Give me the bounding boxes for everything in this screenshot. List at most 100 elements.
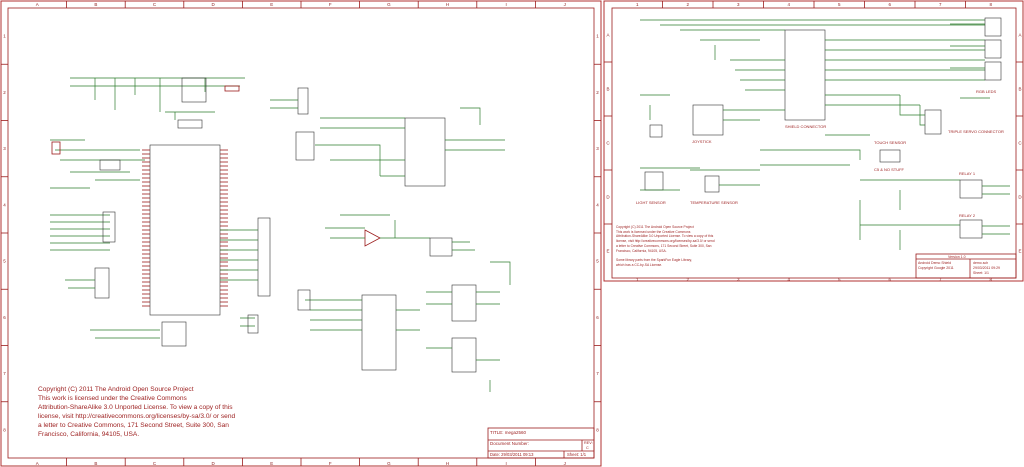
left-col-marker: E <box>270 2 273 7</box>
left-col-marker: I <box>505 461 506 466</box>
right-title-block <box>915 253 1017 279</box>
left-row-marker: 1 <box>3 34 6 39</box>
power-regulator-section <box>70 77 245 129</box>
right-col-marker: 1 <box>636 2 639 7</box>
rgb-leds-label: RGB LEDS <box>976 89 997 94</box>
left-row-marker: 8 <box>596 427 599 432</box>
left-col-marker: F <box>329 461 332 466</box>
left-row-marker: 3 <box>3 146 6 151</box>
right-license-note: Copyright (C) 2011 The Android Open Sour… <box>616 225 715 267</box>
right-col-marker: 7 <box>939 277 942 282</box>
left-row-marker: 2 <box>596 90 599 95</box>
left-rev-label: REV: <box>584 441 593 445</box>
right-sheet-text: Sheet: 1/1 <box>973 271 989 275</box>
left-col-marker: C <box>153 461 157 466</box>
left-row-marker: 5 <box>596 259 599 264</box>
left-col-marker: D <box>211 2 215 7</box>
right-name-text: Android Demo Shield <box>918 261 952 265</box>
left-row-marker: 4 <box>596 202 599 207</box>
touch-sensor-part <box>760 134 901 166</box>
right-row-marker: C <box>606 141 610 146</box>
light-sensor-label: LIGHT SENSOR <box>636 200 666 205</box>
left-title-block <box>487 427 595 459</box>
right-col-marker: 2 <box>686 277 689 282</box>
right-row-marker: C <box>1018 141 1022 146</box>
relay2-label: RELAY 2 <box>959 213 976 218</box>
right-col-marker: 3 <box>737 277 740 282</box>
triple-servo-part <box>899 95 990 135</box>
left-row-marker: 6 <box>596 315 599 320</box>
joystick-label: JOYSTICK <box>692 139 712 144</box>
relay1-part <box>860 179 1010 210</box>
right-row-marker: A <box>606 33 609 38</box>
left-document-text: Document Number: <box>490 441 530 446</box>
right-col-marker: 4 <box>787 2 790 7</box>
right-col-marker: 6 <box>888 277 891 282</box>
rgb-leds-part <box>950 17 1002 81</box>
left-col-marker: E <box>270 461 273 466</box>
left-col-marker: H <box>446 2 449 7</box>
left-row-marker: 7 <box>596 371 599 376</box>
right-col-marker: 7 <box>939 2 942 7</box>
opamp-section <box>325 214 475 257</box>
right-col-marker: 2 <box>686 2 689 7</box>
temperature-sensor-label: TEMPERATURE SENSOR <box>690 200 738 205</box>
left-rev-value: C <box>586 446 589 450</box>
right-col-marker: 8 <box>989 2 992 7</box>
usb-connector-small <box>270 87 309 115</box>
bottom-right-ics <box>426 261 511 392</box>
mcu-right-header <box>220 217 271 334</box>
right-row-marker: B <box>606 87 609 92</box>
light-sensor-part <box>640 167 700 191</box>
left-col-marker: J <box>564 461 566 466</box>
left-col-marker: A <box>36 461 39 466</box>
left-col-marker: D <box>211 461 215 466</box>
left-col-marker: C <box>153 2 157 7</box>
right-col-marker: 5 <box>838 277 841 282</box>
temperature-sensor-part <box>690 169 760 193</box>
right-col-marker: 5 <box>838 2 841 7</box>
right-version-text: Version 1.0 <box>948 255 966 259</box>
left-col-marker: A <box>36 2 39 7</box>
right-row-marker: D <box>1018 195 1022 200</box>
relay1-label: RELAY 1 <box>959 171 976 176</box>
left-row-marker: 4 <box>3 202 6 207</box>
relay2-part <box>859 200 1010 250</box>
left-date-text: Date: 29/03/2011 09:13 <box>490 452 534 457</box>
left-row-marker: 5 <box>3 259 6 264</box>
left-col-marker: G <box>387 2 391 7</box>
touch-sensor-label: TOUCH SENSOR <box>874 140 907 145</box>
left-headers <box>50 211 187 347</box>
left-row-marker: 6 <box>3 315 6 320</box>
left-sheet-text: Sheet: 1/1 <box>567 452 587 457</box>
right-copyright-text: Copyright Google 2011 <box>918 266 954 270</box>
right-row-marker: E <box>1018 249 1021 254</box>
left-col-marker: H <box>446 461 449 466</box>
left-col-marker: G <box>387 461 391 466</box>
mcu-mega2560 <box>142 144 228 316</box>
left-col-marker: I <box>505 2 506 7</box>
right-col-marker: 4 <box>787 277 790 282</box>
left-license-note: Copyright (C) 2011 The Android Open Sour… <box>38 386 236 439</box>
left-col-marker: F <box>329 2 332 7</box>
right-row-marker: A <box>1018 33 1021 38</box>
left-title-text: TITLE: mega2560 <box>490 430 527 435</box>
left-row-marker: 2 <box>3 90 6 95</box>
left-row-marker: 8 <box>3 427 6 432</box>
lower-ic <box>297 289 420 371</box>
right-row-marker: B <box>1018 87 1021 92</box>
shield-connector-part <box>640 19 985 121</box>
left-col-marker: J <box>564 2 566 7</box>
right-col-marker: 1 <box>636 277 639 282</box>
usb-controller <box>295 107 505 187</box>
left-col-marker: B <box>94 461 97 466</box>
triple-servo-label: TRIPLE SERVO CONNECTOR <box>948 129 1004 134</box>
joystick-part <box>640 94 785 138</box>
right-row-marker: E <box>606 249 609 254</box>
